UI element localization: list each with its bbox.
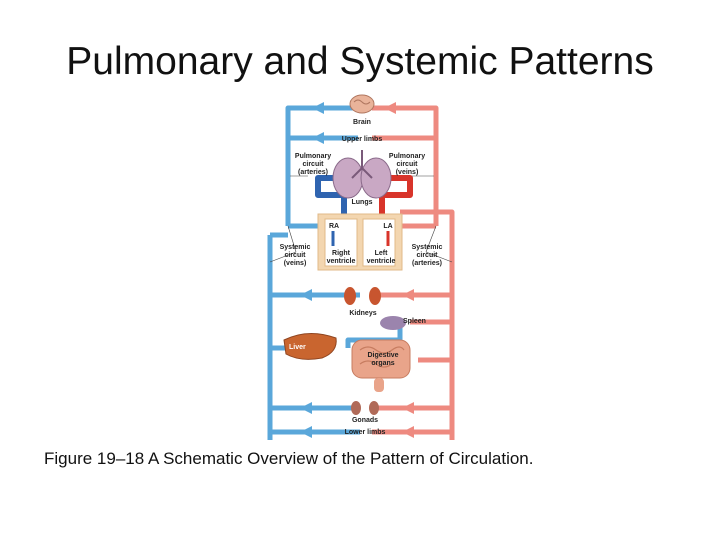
- vein-direction-arrows: [300, 102, 330, 438]
- heart-chambers: [317, 213, 403, 271]
- artery-direction-arrows: [384, 102, 420, 438]
- left-atrium-label: LA: [383, 223, 392, 230]
- pulmonary-veins-label-1: Pulmonary: [389, 153, 425, 160]
- pulmonary-veins-label-3: (veins): [396, 169, 419, 176]
- systemic-veins-label-1: Systemic: [280, 244, 311, 251]
- right-atrium-label: RA: [329, 223, 339, 230]
- lungs-illustration: [332, 150, 392, 199]
- pulmonary-veins-label-2: circuit: [396, 161, 418, 168]
- slide-title: Pulmonary and Systemic Patterns: [66, 40, 654, 83]
- left-ventricle-label-1: Left: [375, 250, 389, 257]
- pulmonary-arteries-label-2: circuit: [302, 161, 324, 168]
- right-ventricle-label-2: ventricle: [327, 258, 356, 265]
- pulmonary-arteries-vessel: [315, 175, 347, 238]
- liver-label: Liver: [289, 344, 306, 351]
- brain-illustration: [349, 94, 375, 114]
- figure-caption: Figure 19–18 A Schematic Overview of the…: [44, 449, 534, 468]
- systemic-arteries-label-2: circuit: [416, 252, 438, 259]
- kidneys-illustration: [344, 287, 381, 305]
- pulmonary-arteries-label-3: (arteries): [298, 169, 328, 176]
- left-ventricle-label-2: ventricle: [367, 258, 396, 265]
- upper-limbs-label: Upper limbs: [342, 136, 383, 143]
- gonads-illustration: [351, 401, 379, 415]
- systemic-veins-label-3: (veins): [284, 260, 307, 267]
- spleen-illustration: [380, 316, 406, 330]
- systemic-arteries-label-1: Systemic: [412, 244, 443, 251]
- brain-label: Brain: [353, 119, 371, 126]
- label-leader-lines: [269, 175, 453, 263]
- digestive-organs-label-2: organs: [371, 360, 394, 367]
- spleen-label: Spleen: [403, 318, 426, 325]
- kidneys-label: Kidneys: [349, 310, 376, 317]
- digestive-organs-label-1: Digestive: [367, 352, 398, 359]
- pulmonary-arteries-label-1: Pulmonary: [295, 153, 331, 160]
- systemic-veins-label-2: circuit: [284, 252, 306, 259]
- systemic-arteries-label-3: (arteries): [412, 260, 442, 267]
- diagram-labels: Brain Upper limbs Pulmonary circuit (art…: [280, 119, 443, 436]
- pulmonary-veins-vessel: [378, 175, 413, 238]
- liver-illustration: [283, 333, 337, 360]
- lungs-label: Lungs: [352, 199, 373, 206]
- right-ventricle-label-1: Right: [332, 250, 351, 257]
- gonads-label: Gonads: [352, 417, 378, 424]
- digestive-organs-illustration: [351, 339, 411, 392]
- lower-limbs-label: Lower limbs: [345, 429, 386, 436]
